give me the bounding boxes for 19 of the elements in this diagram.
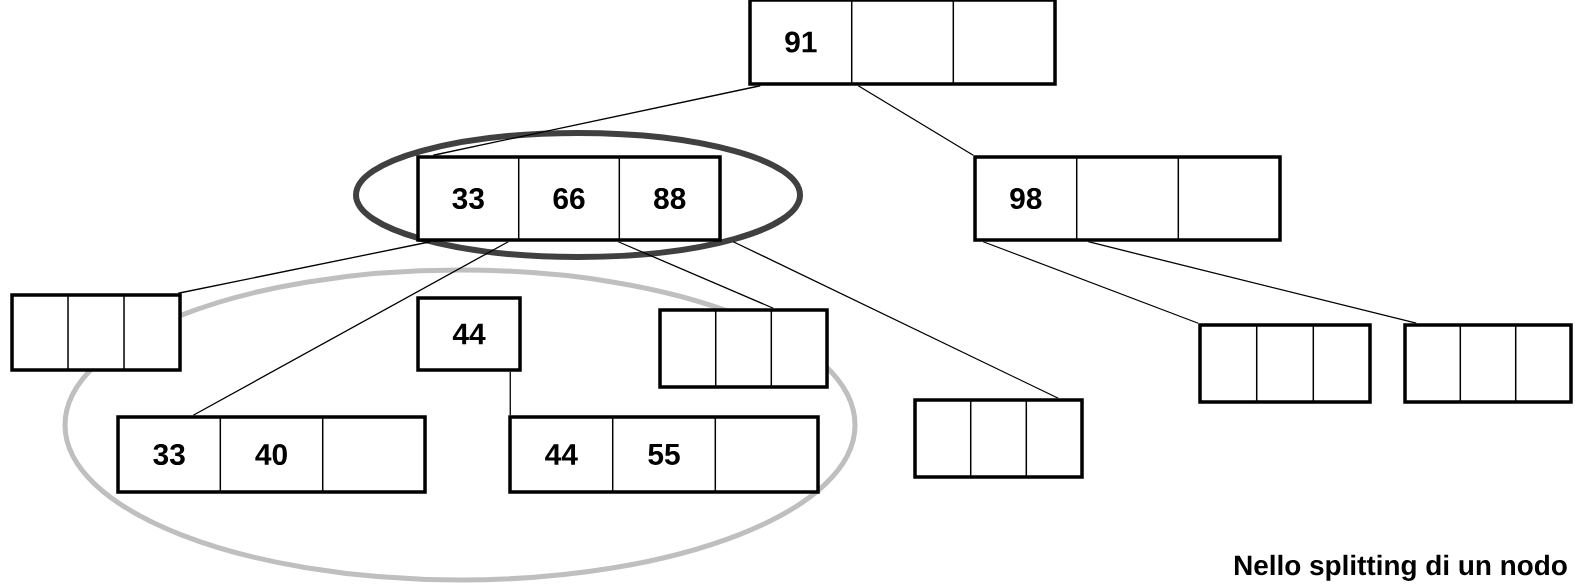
connector-line — [1087, 241, 1417, 324]
tree-node: 44 — [416, 296, 522, 372]
tree-node: 44 55 — [508, 415, 820, 494]
empty-tree-node — [1403, 323, 1573, 404]
empty-tree-node — [1198, 323, 1372, 404]
tree-node: 91 — [748, 0, 1057, 86]
connector-line — [857, 85, 974, 156]
connector-line — [732, 241, 1059, 399]
connector-line — [617, 241, 774, 309]
connector-line — [177, 241, 431, 294]
empty-tree-node — [913, 398, 1084, 479]
tree-node: 33 40 — [116, 415, 427, 494]
tree-node: 33 66 88 — [416, 155, 722, 242]
tree-node: 98 — [973, 155, 1282, 242]
caption-text: Nello splitting di un nodo — [1234, 554, 1567, 581]
empty-tree-node — [10, 293, 182, 372]
empty-tree-node — [658, 308, 829, 389]
connector-line — [509, 371, 511, 416]
connector-line — [982, 241, 1199, 324]
